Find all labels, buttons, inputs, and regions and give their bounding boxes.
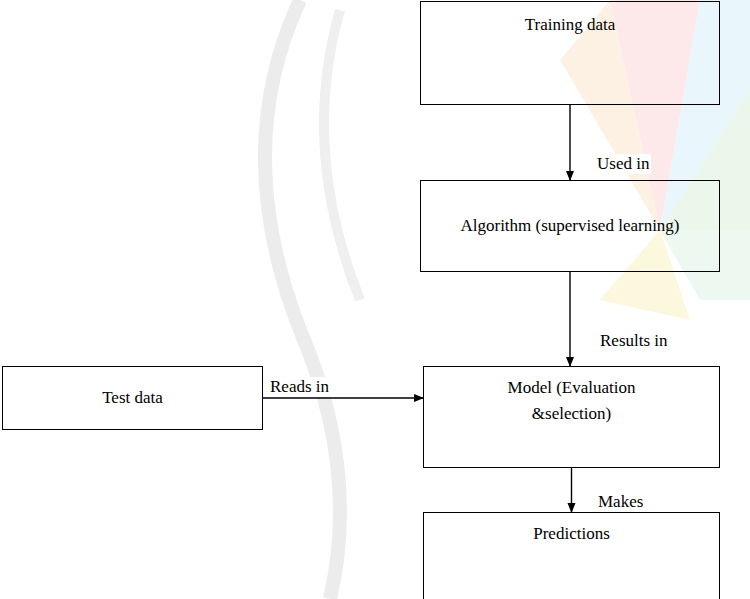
output-box: Predictions <box>423 512 720 599</box>
data-box: Test data <box>2 366 263 430</box>
edge-label: Results in <box>598 331 670 351</box>
flow-arrow <box>569 105 570 180</box>
data-box: Training data <box>420 1 720 105</box>
edge-label: Reads in <box>268 377 331 397</box>
watermark-petal <box>660 0 750 230</box>
flow-arrow <box>263 397 423 398</box>
watermark-petal <box>660 90 750 230</box>
flow-arrow <box>569 272 570 366</box>
edge-label: Makes <box>596 492 645 512</box>
process-box: Algorithm (supervised learning) <box>420 180 720 272</box>
box-label: Model (Evaluation &selection) <box>472 375 672 428</box>
watermark-petal <box>660 230 750 300</box>
watermark-arc <box>324 10 360 300</box>
box-label: Predictions <box>533 521 610 547</box>
process-box: Model (Evaluation &selection) <box>423 366 720 468</box>
box-label: Algorithm (supervised learning) <box>460 213 679 239</box>
watermark-petal <box>560 0 660 230</box>
box-label: Test data <box>102 385 163 411</box>
flow-arrow <box>571 468 572 512</box>
box-label: Training data <box>525 12 616 38</box>
edge-label: Used in <box>595 154 651 174</box>
